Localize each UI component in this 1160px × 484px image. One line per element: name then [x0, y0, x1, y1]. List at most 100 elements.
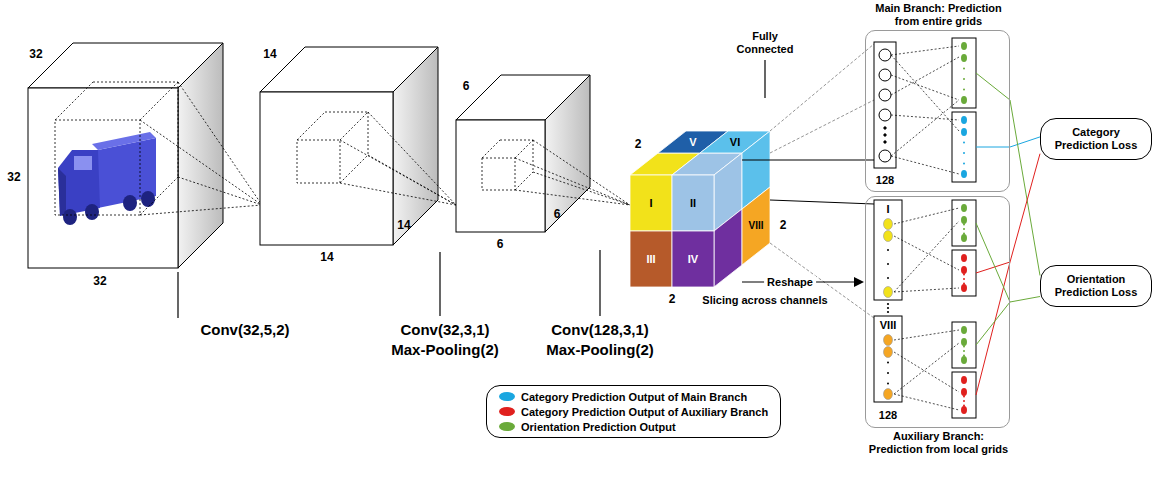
receptive-field — [297, 112, 456, 205]
neuron-dot — [884, 389, 893, 400]
truck-image — [123, 195, 137, 211]
loss-connector — [1010, 137, 1040, 147]
receptive-field — [500, 140, 533, 141]
fc-layer — [879, 89, 891, 101]
legend: Category Prediction Output of Main Branc… — [486, 385, 781, 438]
layer-label: Conv(32,3,1) — [400, 321, 489, 338]
output-layer — [952, 200, 976, 246]
receptive-field — [55, 120, 140, 215]
layer-leader — [439, 252, 440, 316]
output-layer — [952, 38, 976, 108]
grid-label: III — [646, 253, 655, 266]
legend-row: Orientation Prediction Output — [499, 419, 768, 434]
grid-label: VI — [730, 136, 740, 149]
ellipsis-dot — [887, 263, 889, 265]
layer-label: Conv(128,3,1) — [551, 321, 649, 338]
ellipsis-dot — [887, 372, 889, 374]
ellipsis-dot — [963, 283, 965, 285]
feature-volume — [545, 75, 590, 232]
grid-label: IV — [688, 253, 698, 266]
truck-image — [74, 156, 92, 170]
dense-connection — [891, 75, 959, 100]
dimension-label: 32 — [93, 275, 106, 289]
output-layer — [952, 250, 976, 296]
grid-label: Slicing across channels — [702, 294, 827, 307]
output-lead — [976, 262, 1010, 395]
output-layer — [952, 322, 976, 368]
fc-layer — [884, 127, 886, 129]
ellipsis-dot — [963, 400, 965, 402]
receptive-field — [55, 82, 262, 215]
loss-connector — [1010, 154, 1040, 262]
neuron-dot — [961, 54, 967, 62]
fc-layer — [884, 141, 886, 143]
feature-volume — [456, 75, 590, 232]
grid-link — [742, 160, 874, 161]
dense-connection — [891, 46, 959, 55]
ellipsis-dot — [963, 278, 965, 280]
ellipsis-dots — [887, 311, 889, 313]
receptive-field — [533, 140, 534, 172]
loss-connector — [1010, 100, 1040, 276]
grid-label: VIII — [748, 220, 763, 232]
loss-connector — [1010, 297, 1040, 303]
truck-image — [141, 191, 155, 207]
dimension-label: 14 — [320, 251, 333, 265]
legend-row: Category Prediction Output of Auxiliary … — [499, 404, 768, 419]
grid-feature-column — [874, 316, 902, 402]
neuron-dot — [961, 406, 967, 414]
receptive-field — [515, 190, 630, 205]
ellipsis-dot — [963, 355, 965, 357]
receptive-field — [178, 177, 262, 205]
layer-label: Conv(32,5,2) — [200, 321, 289, 338]
ellipsis-dot — [887, 362, 889, 364]
neuron-dot — [961, 356, 967, 364]
receptive-field — [368, 155, 456, 205]
ellipsis-dot — [963, 152, 965, 154]
layer-label: Max-Pooling(2) — [391, 341, 499, 358]
receptive-field — [482, 140, 630, 205]
neuron-dot — [961, 170, 967, 178]
ellipsis-dot — [963, 163, 965, 165]
grid-label: I — [649, 197, 652, 210]
branch-panel: Main Branch: Prediction from entire grid… — [865, 30, 1010, 192]
neuron-dot — [884, 347, 893, 358]
dimension-label: 32 — [29, 48, 42, 62]
ellipsis-dot — [963, 78, 965, 80]
dense-connection — [894, 236, 959, 270]
receptive-field — [93, 82, 178, 83]
neuron-dot — [961, 42, 967, 50]
panel-heading: Main Branch: Prediction from entire grid… — [842, 2, 1035, 28]
dense-connection — [891, 156, 959, 174]
dimension-label: 2 — [635, 138, 642, 152]
receptive-field — [368, 112, 369, 155]
feature-volume — [260, 92, 393, 245]
fc-layer — [874, 42, 896, 168]
output-layer — [952, 112, 976, 182]
receptive-field — [515, 158, 630, 205]
ellipsis-dot — [963, 68, 965, 70]
layer-label: Max-Pooling(2) — [546, 341, 654, 358]
loss-box: Orientation Prediction Loss — [1040, 265, 1152, 307]
ellipsis-dots — [887, 307, 889, 309]
input-volume — [28, 88, 178, 268]
output-layer — [952, 372, 976, 418]
grid-link — [854, 277, 864, 287]
grid-cube — [630, 131, 770, 287]
receptive-field — [55, 82, 93, 120]
legend-text: Category Prediction Output of Main Branc… — [521, 391, 747, 403]
receptive-field — [482, 158, 515, 190]
grid-cube — [714, 209, 742, 287]
receptive-field — [533, 172, 630, 205]
receptive-field — [297, 112, 325, 140]
fc-layer — [879, 109, 891, 121]
fc-layer — [874, 42, 896, 168]
receptive-field — [140, 82, 178, 120]
dimension-label: 32 — [7, 171, 20, 185]
dense-connection — [894, 394, 959, 410]
neuron-dot — [961, 96, 967, 104]
grid-cube — [742, 187, 770, 265]
receptive-field — [297, 140, 340, 183]
legend-text: Orientation Prediction Output — [521, 421, 676, 433]
layer-label: Fully Connected — [728, 30, 802, 56]
